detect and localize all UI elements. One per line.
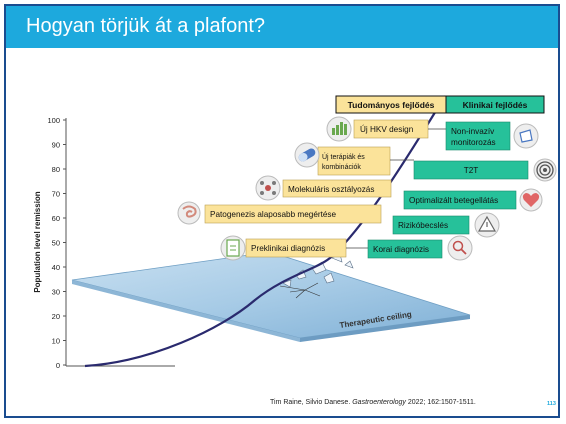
scientific-item: Patogenezis alaposabb megértése	[204, 204, 382, 224]
y-tick-label: 100	[47, 116, 60, 125]
y-tick-label: 70	[52, 190, 60, 199]
warning-icon	[474, 212, 500, 238]
svg-text:Molekuláris osztályozás: Molekuláris osztályozás	[288, 185, 374, 194]
svg-text:kombinációk: kombinációk	[322, 164, 361, 171]
svg-text:Rizikóbecslés: Rizikóbecslés	[398, 221, 448, 230]
clinical-item: Rizikóbecslés	[392, 215, 470, 235]
svg-text:Optimalizált betegellátás: Optimalizált betegellátás	[409, 196, 498, 205]
heart-monitor-icon	[519, 188, 543, 212]
y-tick-label: 30	[52, 288, 60, 297]
svg-text:Preklinikai diagnózis: Preklinikai diagnózis	[251, 244, 325, 253]
title-bar: Hogyan törjük át a plafont?	[6, 6, 558, 48]
clinical-header-box	[445, 95, 545, 114]
scientific-item: Új terápiák és kombinációk	[317, 146, 414, 176]
crack-lines	[279, 282, 321, 299]
y-tick-label: 80	[52, 165, 60, 174]
svg-text:Non-invazív: Non-invazív	[451, 127, 495, 136]
y-tick-label: 90	[52, 141, 60, 150]
citation-authors: Tim Raine, Silvio Danese.	[270, 399, 351, 406]
ultrasound-probe-icon	[513, 123, 539, 149]
svg-text:monitorozás: monitorozás	[451, 138, 496, 147]
molecule-icon	[255, 175, 281, 201]
magnifier-icon	[447, 235, 473, 261]
y-axis: 100 90 80 70 60 50 40 30 20 10 0 Populat…	[33, 116, 175, 370]
scientific-item: Molekuláris osztályozás	[282, 179, 392, 198]
svg-text:Korai diagnózis: Korai diagnózis	[373, 245, 429, 254]
clinical-header: Klinikai fejlődés	[463, 100, 528, 110]
clinical-item: Korai diagnózis	[367, 239, 443, 259]
page-number: 113	[547, 401, 556, 407]
y-tick-label: 40	[52, 263, 60, 272]
ceiling-plane: Therapeutic ceiling	[71, 251, 471, 342]
clinical-item: Optimalizált betegellátás	[403, 190, 517, 210]
clinical-item: Non-invazív monitorozás	[445, 121, 511, 151]
citation-details: 2022; 162:1507-1511.	[405, 399, 476, 406]
clipboard-icon	[220, 235, 246, 261]
y-tick-label: 60	[52, 214, 60, 223]
svg-text:Új terápiák és: Új terápiák és	[322, 152, 365, 161]
y-tick-label: 50	[52, 239, 60, 248]
clinical-item: T2T	[413, 160, 529, 180]
bar-chart-icon	[326, 116, 352, 142]
y-tick-label: 20	[52, 312, 60, 321]
scientific-item: Preklinikai diagnózis	[245, 238, 368, 258]
target-icon	[533, 158, 557, 182]
y-tick-label: 10	[52, 337, 60, 346]
svg-text:T2T: T2T	[464, 166, 479, 175]
y-axis-label: Population level remission	[33, 191, 42, 292]
scientific-item: Új HKV design	[353, 119, 446, 139]
citation: Tim Raine, Silvio Danese. Gastroenterolo…	[270, 399, 476, 406]
intestine-icon	[177, 201, 201, 225]
svg-text:Új HKV design: Új HKV design	[360, 124, 414, 134]
scientific-header: Tudományos fejlődés	[348, 100, 435, 110]
y-tick-label: 0	[56, 361, 60, 370]
svg-text:Patogenezis alaposabb megértés: Patogenezis alaposabb megértése	[210, 210, 337, 219]
citation-journal: Gastroenterology	[352, 399, 406, 406]
slide-frame: Hogyan törjük át a plafont?	[4, 4, 560, 418]
slide-title: Hogyan törjük át a plafont?	[26, 15, 266, 37]
pill-icon	[294, 142, 320, 168]
